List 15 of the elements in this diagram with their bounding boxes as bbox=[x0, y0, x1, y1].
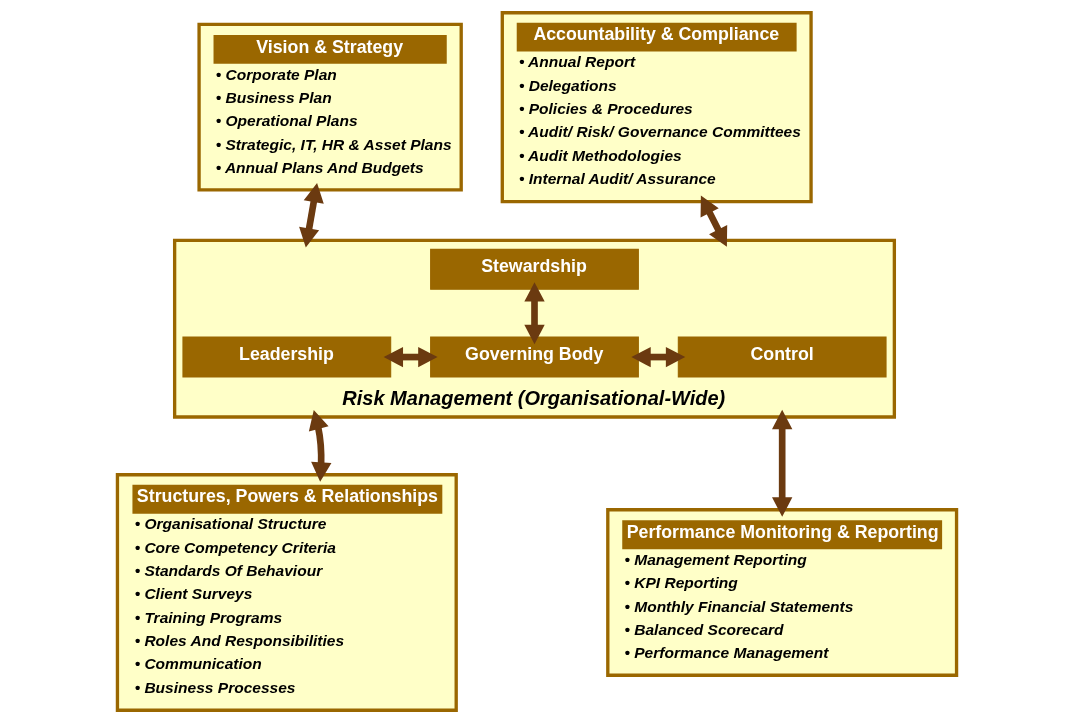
node-box: Vision & Strategy • Corporate Plan • Business Plan • Operational Plans • Strategic, IT, HR & Asset Plans • Annual Plans And Budgets bbox=[197, 22, 463, 192]
arrow bbox=[308, 410, 332, 482]
node-box: Performance Monitoring & Reporting • Management Reporting • KPI Reporting • Monthly Financial Statements • Balanced Scorecard • Performance Management bbox=[606, 508, 959, 677]
arrow bbox=[772, 409, 793, 517]
arrow bbox=[631, 346, 686, 368]
node-box: Stewardship bbox=[430, 248, 639, 290]
node-box: Structures, Powers & Relationships • Organisational Structure • Core Competency Criteria • Standards Of Behaviour • Client Surveys • Training Programs • Roles And Responsibilities • Communication • Business Processes bbox=[115, 473, 458, 712]
arrow bbox=[299, 183, 324, 248]
node-box: Control bbox=[677, 336, 887, 378]
node-box: Leadership bbox=[182, 336, 392, 378]
arrow bbox=[383, 346, 438, 368]
arrow bbox=[700, 195, 728, 247]
arrow bbox=[524, 282, 545, 345]
node-box: Accountability & Compliance • Annual Report • Delegations • Policies & Procedures • Audit/ Risk/ Governance Committees • Audit Methodologies • Internal Audit/ Assurance bbox=[500, 11, 813, 204]
node-box: Governing Body bbox=[430, 336, 639, 378]
